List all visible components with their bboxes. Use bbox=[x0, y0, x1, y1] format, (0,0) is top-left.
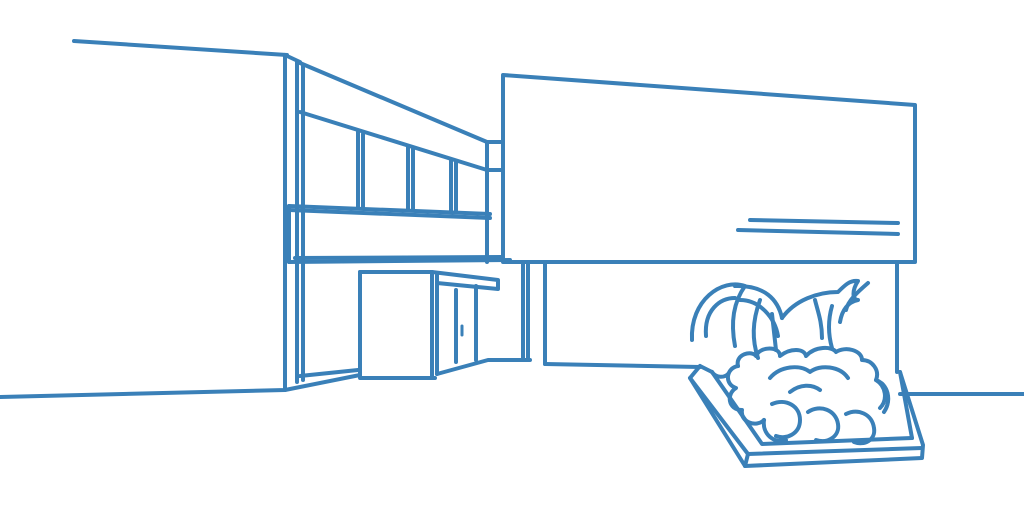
center-block bbox=[287, 60, 512, 384]
ground-line bbox=[0, 373, 1024, 399]
planter-box bbox=[688, 364, 925, 468]
entrance bbox=[358, 270, 532, 380]
left-wing bbox=[72, 39, 302, 392]
wave-sculpture-icon bbox=[689, 278, 870, 360]
right-block bbox=[501, 73, 917, 374]
shrubs bbox=[710, 345, 891, 446]
